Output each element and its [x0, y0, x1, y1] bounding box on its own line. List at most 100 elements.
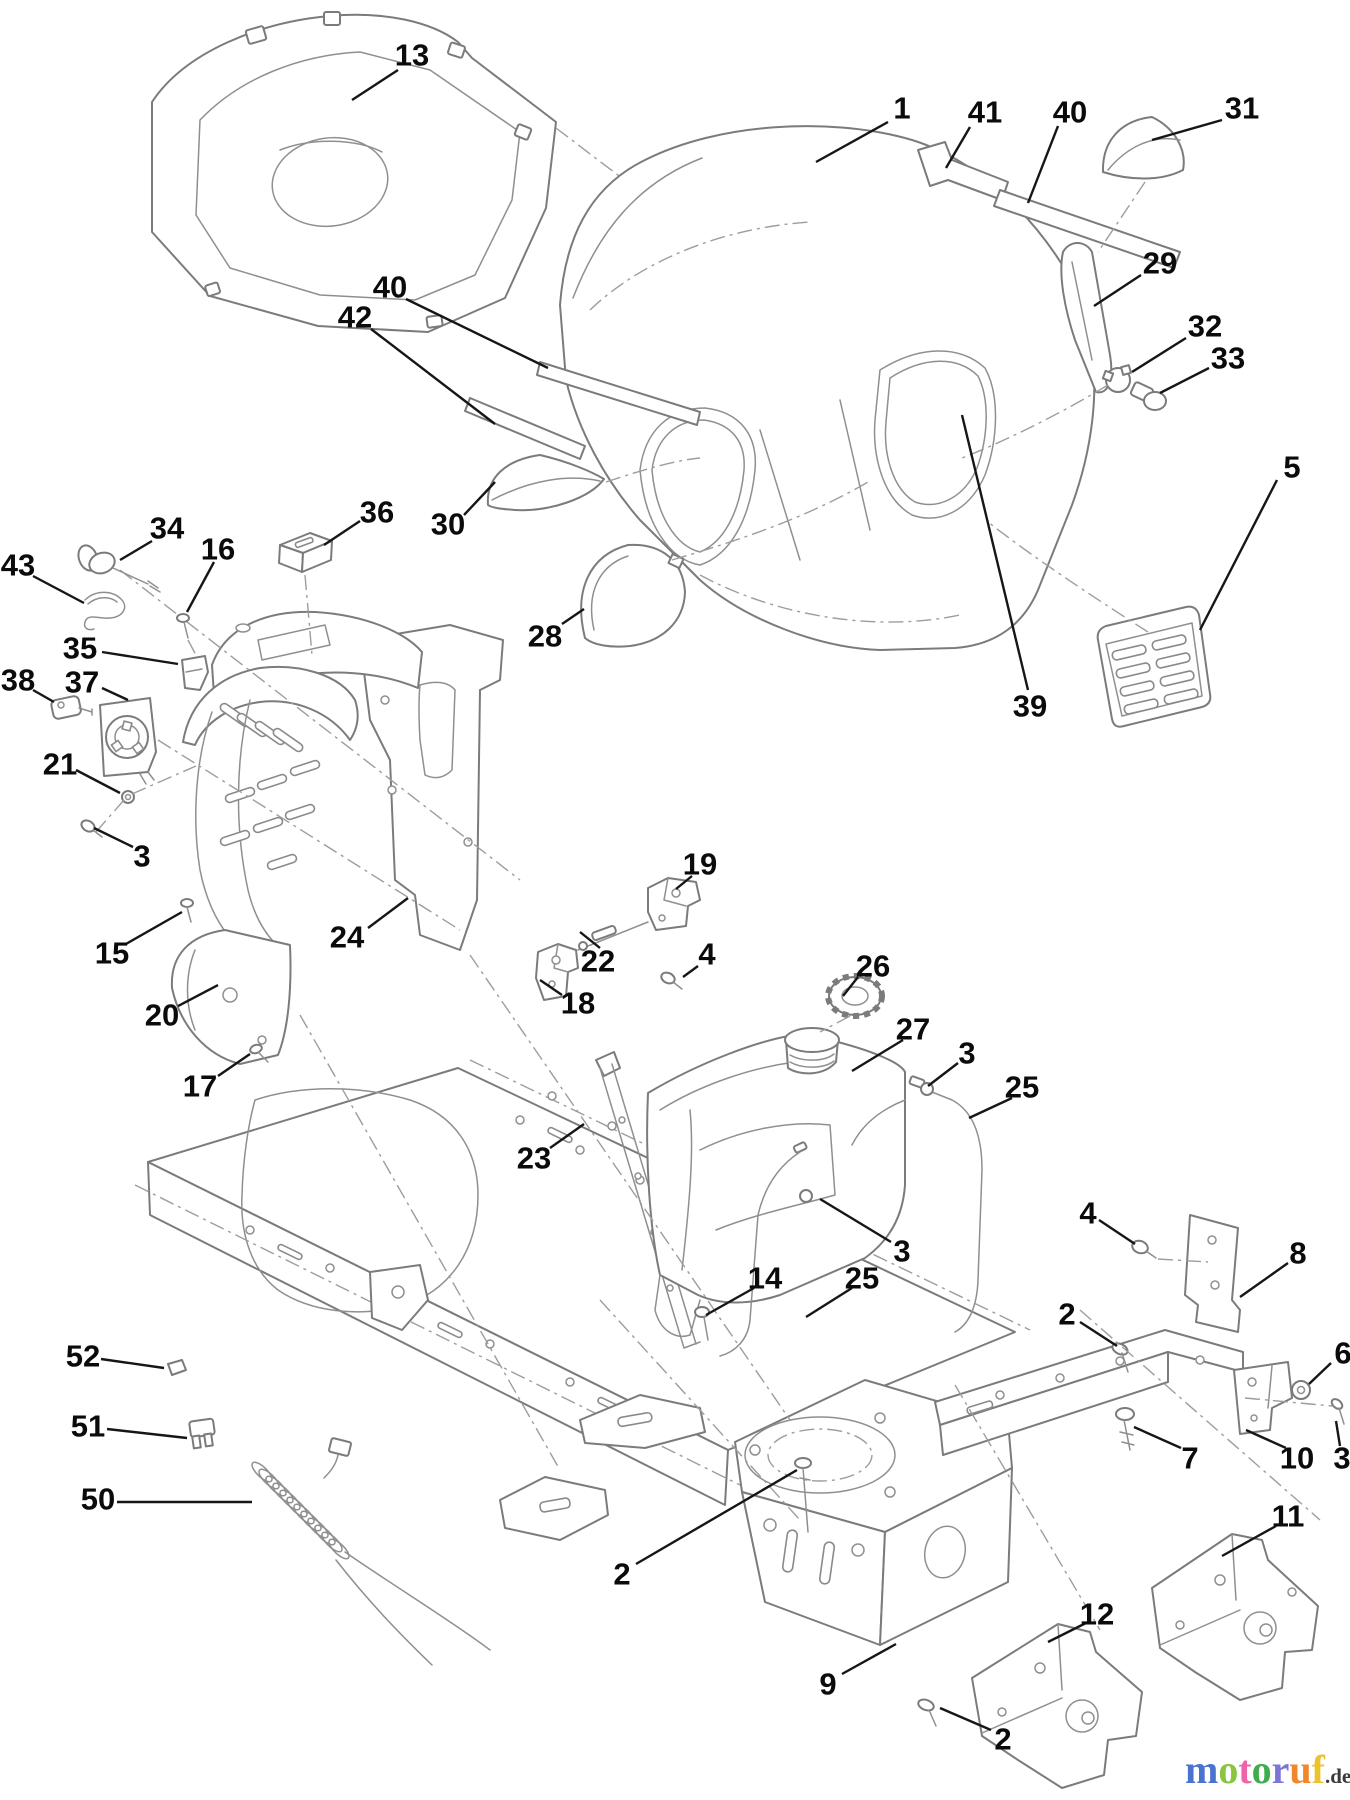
callout-7: 7	[1181, 1441, 1198, 1476]
cover-part20	[170, 929, 292, 1065]
callout-leader-24	[367, 897, 409, 929]
callout-leader-9	[841, 1642, 897, 1676]
bolt-part2-c	[917, 1698, 937, 1727]
bulb-part33	[1129, 381, 1167, 411]
callout-28: 28	[528, 619, 562, 654]
callout-12: 12	[1080, 1597, 1114, 1632]
callout-38: 38	[1, 663, 35, 698]
bracket-part8	[1184, 1214, 1241, 1333]
callout-6: 6	[1334, 1336, 1350, 1371]
screw-part15	[180, 898, 194, 923]
bolt-part4-a	[660, 971, 683, 990]
callout-leader-5	[1198, 479, 1279, 631]
callout-leader-3	[93, 826, 134, 849]
callout-leader-40	[1026, 125, 1060, 204]
callout-23: 23	[517, 1141, 551, 1176]
decal-part40	[536, 361, 701, 426]
callout-3: 3	[133, 839, 150, 874]
cable-tie-part43	[83, 591, 126, 631]
callout-leader-4	[682, 965, 699, 978]
headlight-lens-part28	[580, 481, 869, 648]
callout-leader-30	[463, 481, 496, 516]
rod-part22	[577, 921, 649, 951]
bolt-part2-b	[794, 1457, 812, 1533]
bracket-part19	[647, 877, 701, 931]
callout-leader-8	[1239, 1262, 1289, 1298]
callout-32: 32	[1188, 309, 1222, 344]
callout-35: 35	[63, 631, 97, 666]
callout-leader-3	[927, 1062, 959, 1087]
callout-17: 17	[183, 1069, 217, 1104]
bracket-part12	[954, 1384, 1143, 1789]
logo-letter: u	[1289, 1747, 1312, 1792]
bolt-part7	[1115, 1407, 1135, 1451]
callout-leader-2	[635, 1468, 798, 1566]
bolt-part3-a	[80, 765, 197, 838]
callout-leader-42	[370, 328, 496, 425]
callout-25: 25	[845, 1261, 879, 1296]
logo-letter: o	[1251, 1747, 1272, 1792]
logo-letter: r	[1271, 1747, 1290, 1792]
callout-2: 2	[1058, 1297, 1075, 1332]
headlight-bezel-part29	[1060, 242, 1113, 394]
callout-29: 29	[1143, 246, 1177, 281]
callout-21: 21	[43, 747, 77, 782]
logo-letter: o	[1218, 1747, 1239, 1792]
key-part38	[50, 695, 93, 720]
callout-leader-33	[1159, 366, 1210, 395]
callout-leader-18	[539, 979, 563, 996]
callout-leader-6	[1308, 1362, 1332, 1385]
callout-leader-21	[75, 768, 121, 795]
callout-30: 30	[431, 507, 465, 542]
decal-part42	[464, 397, 586, 460]
trim-strip-part40	[993, 189, 1181, 269]
callout-leader-25	[805, 1286, 853, 1319]
screw-part17	[249, 1043, 269, 1063]
callout-leader-35	[101, 650, 179, 666]
fuel-tank-part27	[646, 1027, 906, 1337]
callout-leader-26	[842, 976, 859, 997]
callout-leader-43	[32, 574, 85, 605]
callout-leader-39	[960, 414, 1030, 691]
callout-3: 3	[893, 1234, 910, 1269]
bracket-part18	[535, 943, 579, 1001]
screw-part16	[176, 613, 190, 639]
callout-leader-23	[549, 1123, 585, 1149]
callout-33: 33	[1211, 341, 1245, 376]
callout-leader-16	[185, 561, 216, 613]
callout-52: 52	[66, 1339, 100, 1374]
logo-link[interactable]: motoruf.de	[1185, 1748, 1350, 1796]
callout-leader-41	[944, 126, 972, 169]
fuel-line-part25-right	[908, 1075, 983, 1333]
callout-leader-37	[101, 686, 129, 702]
logo-letter: m	[1185, 1747, 1219, 1792]
callout-15: 15	[95, 936, 129, 971]
callout-40: 40	[1053, 95, 1087, 130]
switch-part36	[278, 532, 333, 573]
callout-leader-4	[1098, 1219, 1136, 1245]
callout-10: 10	[1280, 1441, 1314, 1476]
callout-3: 3	[958, 1036, 975, 1071]
callout-5: 5	[1283, 450, 1300, 485]
callout-leader-28	[561, 608, 585, 625]
callout-leader-1	[815, 120, 889, 164]
fuel-cap-part26	[819, 973, 885, 1033]
bracket-part35	[181, 655, 209, 691]
console-part24	[119, 569, 791, 1471]
callout-2: 2	[994, 1722, 1011, 1757]
callout-leader-52	[100, 1357, 165, 1370]
clamp-part3-c	[799, 1189, 813, 1203]
callout-22: 22	[581, 944, 615, 979]
strap-part23	[595, 1051, 701, 1349]
callout-16: 16	[201, 532, 235, 567]
callout-leader-11	[1221, 1524, 1277, 1558]
grille-part5	[987, 521, 1212, 728]
callout-50: 50	[81, 1482, 115, 1517]
callout-leader-29	[1093, 273, 1142, 308]
callout-leader-14	[705, 1286, 755, 1317]
logo-letter: t	[1238, 1747, 1252, 1792]
callout-leader-13	[351, 68, 399, 102]
callout-3: 3	[1333, 1441, 1350, 1476]
frame	[134, 1059, 1031, 1541]
callout-4: 4	[698, 937, 716, 972]
